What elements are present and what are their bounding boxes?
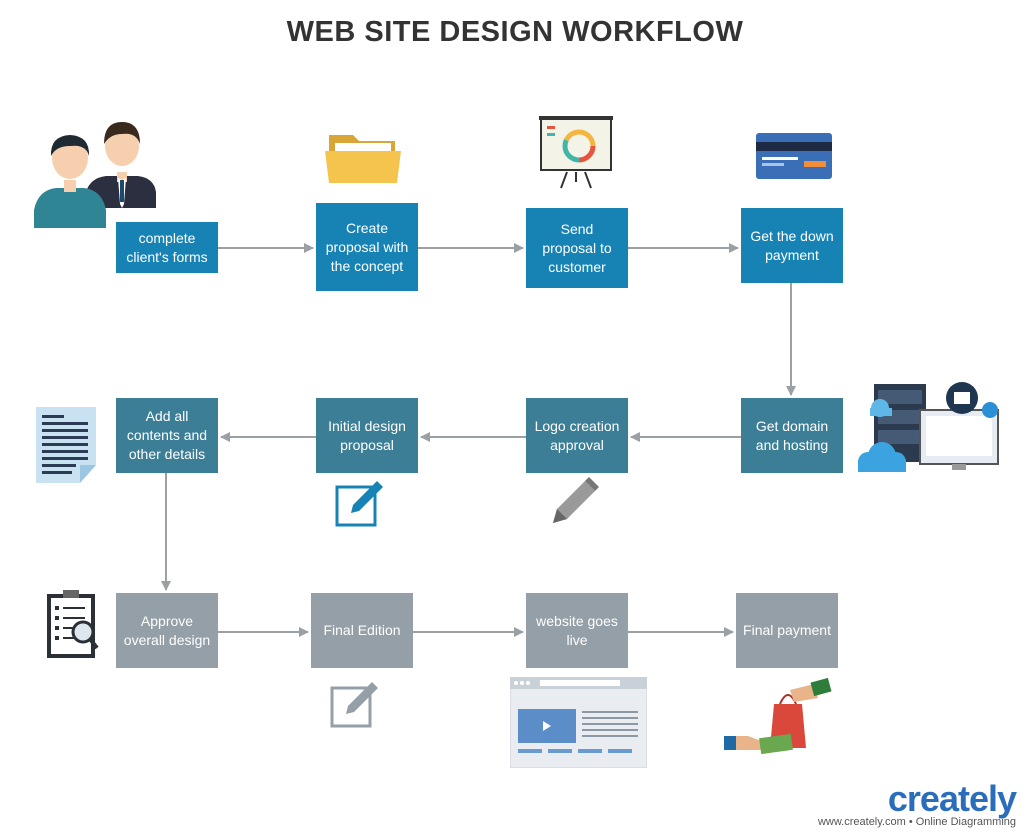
folder-icon: [325, 135, 401, 183]
step-final-payment[interactable]: Final payment: [736, 593, 838, 668]
creately-tagline: www.creately.com • Online Diagramming: [817, 816, 1016, 828]
payment-hands-icon: [724, 678, 832, 755]
step-label: Send proposal to customer: [542, 220, 612, 275]
step-website-live[interactable]: website goes live: [526, 593, 628, 668]
step-send-proposal[interactable]: Send proposal to customer: [526, 208, 628, 288]
step-label: Get domain and hosting: [755, 417, 829, 453]
step-domain-hosting[interactable]: Get domain and hosting: [741, 398, 843, 473]
step-initial-design[interactable]: Initial design proposal: [316, 398, 418, 473]
step-label: Final payment: [743, 622, 831, 638]
people-icon: [34, 122, 156, 228]
step-label: Get the down payment: [750, 227, 834, 263]
step-add-contents[interactable]: Add all contents and other details: [116, 398, 218, 473]
step-label: Add all contents and other details: [126, 408, 208, 462]
step-label: Approve overall design: [123, 612, 211, 648]
step-complete-forms[interactable]: complete client's forms: [116, 222, 218, 273]
step-label: Create proposal with the concept: [325, 219, 409, 274]
step-label: complete client's forms: [126, 229, 208, 265]
browser-icon: [510, 677, 647, 768]
step-approve-design[interactable]: Approve overall design: [116, 593, 218, 668]
step-label: Logo creation approval: [534, 417, 620, 453]
step-label: Initial design proposal: [328, 417, 406, 453]
step-label: Final Edition: [323, 622, 401, 638]
edit-icon: [335, 481, 383, 527]
presentation-chart-icon: [539, 116, 613, 189]
step-label: website goes live: [536, 612, 618, 648]
pencil-icon: [553, 477, 599, 523]
step-logo-approval[interactable]: Logo creation approval: [526, 398, 628, 473]
step-down-payment[interactable]: Get the down payment: [741, 208, 843, 283]
document-icon: [36, 407, 96, 483]
diagram-title: WEB SITE DESIGN WORKFLOW: [286, 16, 744, 48]
server-cloud-icon: [858, 382, 999, 472]
step-create-proposal[interactable]: Create proposal with the concept: [316, 203, 418, 291]
credit-card-icon: [756, 133, 832, 179]
checklist-icon: [47, 590, 99, 658]
edit-icon: [330, 682, 378, 728]
creately-logo: creately: [887, 778, 1017, 819]
step-final-edition[interactable]: Final Edition: [311, 593, 413, 668]
